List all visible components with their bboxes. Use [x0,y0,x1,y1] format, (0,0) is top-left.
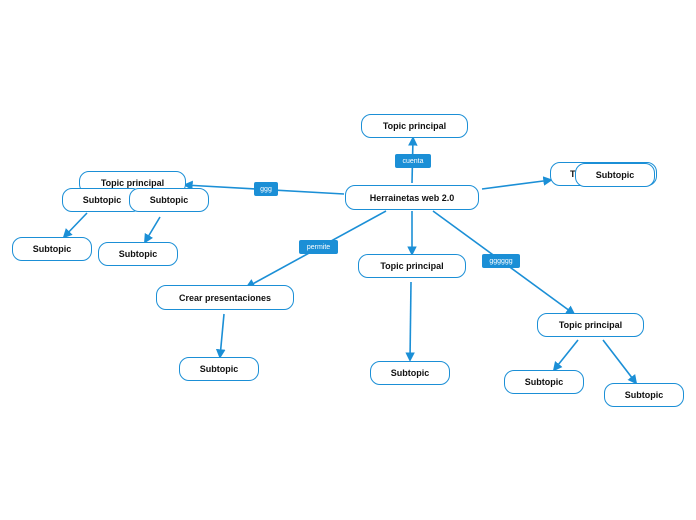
subtopic-node-crear[interactable]: Subtopic [179,357,259,381]
topic-node-top[interactable]: Topic principal [361,114,468,138]
subtopic-node-left-2[interactable]: Subtopic [129,188,209,212]
subtopic-node-right[interactable]: Subtopic [575,163,655,187]
connector-center-right [481,176,553,190]
relationship-label-cuenta[interactable]: cuenta [395,154,431,168]
connector-br-sub2 [602,339,638,385]
topic-node-middle[interactable]: Topic principal [358,254,466,278]
connector-left-sub1 [62,212,88,239]
relationship-label-ggg[interactable]: ggg [254,182,278,196]
relationship-label-permite[interactable]: permite [299,240,338,254]
subtopic-node-left-1[interactable]: Subtopic [62,188,142,212]
subtopic-node-left-3[interactable]: Subtopic [12,237,92,261]
connector-mid-sub [405,281,415,362]
connector-left-sub2 [144,216,161,244]
relationship-label-gggggg[interactable]: gggggg [482,254,520,268]
subtopic-node-left-4[interactable]: Subtopic [98,242,178,266]
topic-node-bottom-right[interactable]: Topic principal [537,313,644,337]
subtopic-node-middle[interactable]: Subtopic [370,361,450,385]
subtopic-node-bottom-right-1[interactable]: Subtopic [504,370,584,394]
connector-crear-sub [215,313,226,359]
connector-br-sub1 [552,339,579,372]
central-topic-node[interactable]: Herrainetas web 2.0 [345,185,479,210]
subtopic-node-bottom-right-2[interactable]: Subtopic [604,383,684,407]
topic-node-crear-presentaciones[interactable]: Crear presentaciones [156,285,294,310]
